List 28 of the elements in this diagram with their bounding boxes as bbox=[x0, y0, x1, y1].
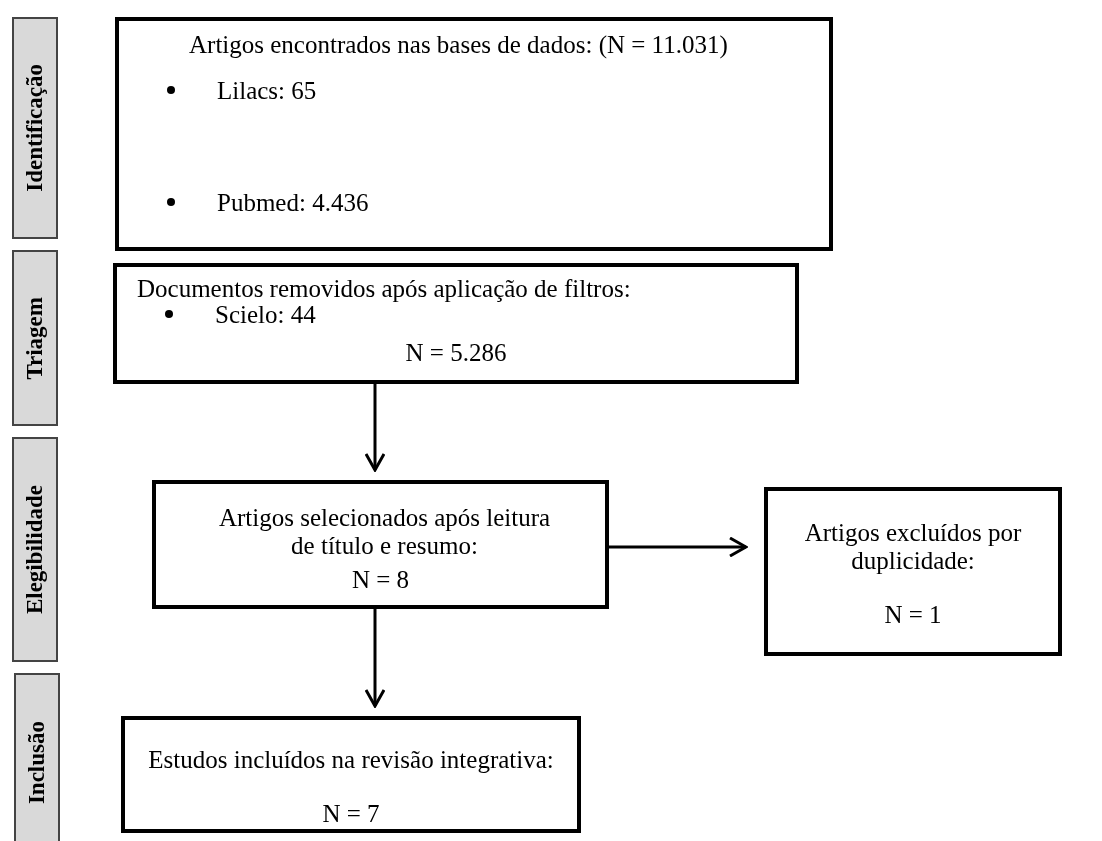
process-box bbox=[152, 480, 609, 609]
box-text: Estudos incluídos na revisão integrativa: bbox=[147, 746, 555, 774]
box-text: Artigos encontrados nas bases de dados: (N = 11.031) bbox=[189, 31, 728, 59]
phase-label bbox=[12, 437, 58, 662]
arrow bbox=[609, 536, 748, 558]
phase-label bbox=[12, 17, 58, 239]
arrow bbox=[364, 384, 386, 472]
box-text: Artigos excluídos por duplicidade: bbox=[803, 519, 1023, 574]
phase-label bbox=[14, 673, 60, 841]
box-text: N = 8 bbox=[350, 566, 411, 594]
bullet-item: Lilacs: 65 bbox=[159, 77, 317, 105]
box-text: N = 5.286 bbox=[404, 339, 508, 367]
box-text: N = 7 bbox=[321, 800, 381, 828]
phase-title: Inclusão bbox=[24, 721, 50, 805]
process-box bbox=[113, 263, 799, 384]
bullet-item: Scielo: 44 bbox=[157, 301, 316, 329]
box-text: N = 1 bbox=[883, 601, 943, 629]
bullet-item: Pubmed: 4.436 bbox=[159, 189, 369, 217]
phase-title: Identificação bbox=[22, 64, 48, 192]
phase-label bbox=[12, 250, 58, 426]
box-text: Artigos selecionados após leitura de título e resumo: bbox=[217, 504, 552, 559]
process-box bbox=[115, 17, 833, 251]
box-text: Documentos removidos após aplicação de filtros: bbox=[137, 275, 631, 303]
process-box bbox=[764, 487, 1062, 656]
phase-title: Triagem bbox=[22, 296, 48, 380]
process-box bbox=[121, 716, 581, 833]
arrow bbox=[364, 609, 386, 708]
phase-title: Elegibilidade bbox=[22, 484, 48, 615]
